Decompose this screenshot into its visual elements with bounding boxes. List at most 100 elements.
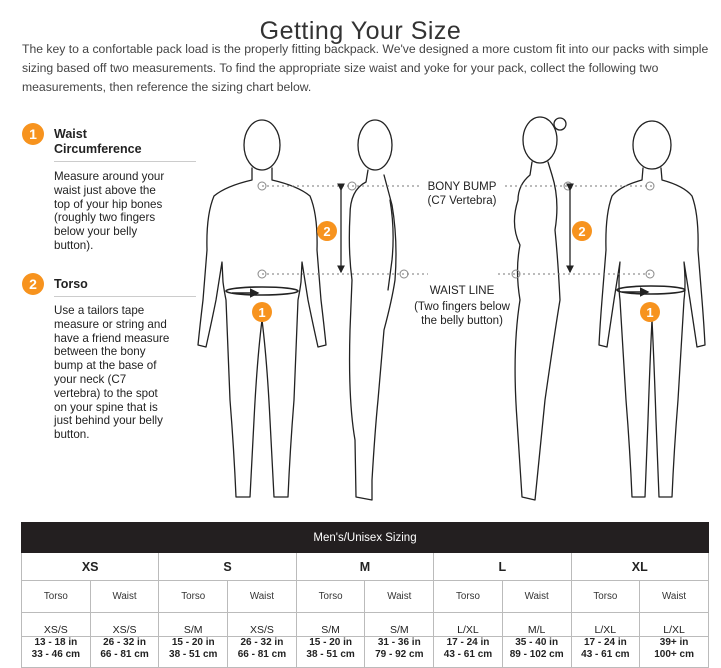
step-divider [54,161,196,162]
waist-point [645,269,655,279]
step-heading-line: Circumference [54,142,142,156]
svg-text:2: 2 [323,224,330,239]
range-cm: 100+ cm [654,649,694,660]
measure-type: Torso [158,580,229,613]
step-text-line: button. [54,428,90,442]
fit-size: XS/S [89,612,160,637]
chart-caption: Men's/Unisex Sizing [21,522,709,553]
sizing-chart: Men's/Unisex Sizing XS S M L XL Torso Wa… [20,522,709,668]
step-text-line: measure or string and [54,317,167,331]
range-cm: 66 - 81 cm [100,649,149,660]
bony-bump-label: BONY BUMP [428,181,497,193]
measure-type: Waist [89,580,160,613]
range-in: 26 - 32 in [103,637,146,648]
range-in: 31 - 36 in [377,637,421,648]
female-side-silhouette [513,116,567,501]
marker-2-icon: 2 [572,221,592,241]
step-heading: Waist Circumference [54,127,142,157]
waist-note-label: the belly button) [421,315,503,327]
waist-band [225,286,299,296]
step-number-badge: 1 [22,123,44,145]
marker-1-icon: 1 [640,302,660,322]
range-cm: 79 - 92 cm [375,649,424,660]
fit-size: M/L [501,612,572,637]
fit-size: S/M [295,612,366,637]
waist-point [511,269,521,279]
measure-type: Torso [433,580,503,613]
bony-bump-sublabel: (C7 Vertebra) [427,195,496,207]
fit-size: XS/S [227,612,297,637]
step-text-line: vertebra) to the spot [54,386,158,400]
step-text-line: Measure around your [54,170,165,183]
range-cm: 43 - 61 cm [443,649,493,660]
range-cm: 38 - 51 cm [306,649,355,660]
step-text-line: bump at the base of [54,359,157,373]
page-title: Getting Your Size [259,16,462,45]
range-in: 15 - 20 in [309,637,352,648]
marker-1-icon: 1 [252,302,272,322]
step-text-line: between the bony [54,345,146,359]
range-cm: 38 - 51 cm [169,649,218,660]
step-text-line: (roughly two fingers [54,211,156,225]
range-in: 17 - 24 in [446,637,490,648]
bony-bump-point [257,181,267,191]
fit-size: S/M [158,612,229,637]
svg-text:1: 1 [646,305,653,320]
measure-type: Torso [295,580,366,613]
fit-size: L/XL [570,612,641,637]
step-torso: 2 Torso Use a tailors tape measure or st… [22,273,196,448]
range-in: 39+ in [659,637,689,648]
waist-point [399,269,409,279]
step-heading: Torso [54,277,88,292]
size-header-l: L [433,552,572,581]
range-in: 17 - 24 in [583,637,627,648]
svg-text:2: 2 [578,224,585,239]
range-cm: 33 - 46 cm [31,649,81,660]
size-header-xl: XL [570,552,709,581]
male-front-silhouette [197,119,327,498]
size-header-m: M [295,552,435,581]
range-in: 13 - 18 in [34,637,78,648]
step-text-line: top of your hip bones [54,197,163,211]
waist-note-label: (Two fingers below [414,301,511,313]
svg-text:1: 1 [258,305,265,320]
size-header-s: S [158,552,297,581]
step-text-line: Use a tailors tape [54,304,145,317]
step-heading-line: Torso [54,277,88,291]
step-text-line: your neck (C7 [54,372,127,386]
waist-band [616,285,686,295]
step-text-line: below your belly [54,225,138,239]
range-in: 15 - 20 in [171,637,215,648]
step-waist: 1 Waist Circumference Measure around you… [22,123,196,258]
fit-size: S/M [364,612,435,637]
step-divider [54,296,196,297]
step-number-badge: 2 [22,273,44,295]
step-text-line: waist just above the [54,183,156,197]
measurement-figure: 2 2 1 1 BONY BUMP (C7 Vertebra) WAIST LI… [197,116,706,501]
marker-2-icon: 2 [317,221,337,241]
male-side-silhouette [348,119,397,501]
step-text-line: on your spine that is [54,400,158,414]
female-back-silhouette [598,120,706,498]
fit-size: XS/S [21,612,91,637]
measure-type: Waist [501,580,572,613]
range-in: 26 - 32 in [240,637,284,648]
measure-type: Waist [364,580,435,613]
intro-paragraph: The key to a confortable pack load is th… [22,42,709,94]
measure-type: Waist [227,580,297,613]
step-text-line: have a friend measure [54,331,170,345]
range-cm: 43 - 61 cm [581,649,630,660]
bony-bump-point [347,181,357,191]
bony-bump-point [645,181,655,191]
measure-type: Torso [570,580,641,613]
waist-line-label: WAIST LINE [430,285,495,297]
